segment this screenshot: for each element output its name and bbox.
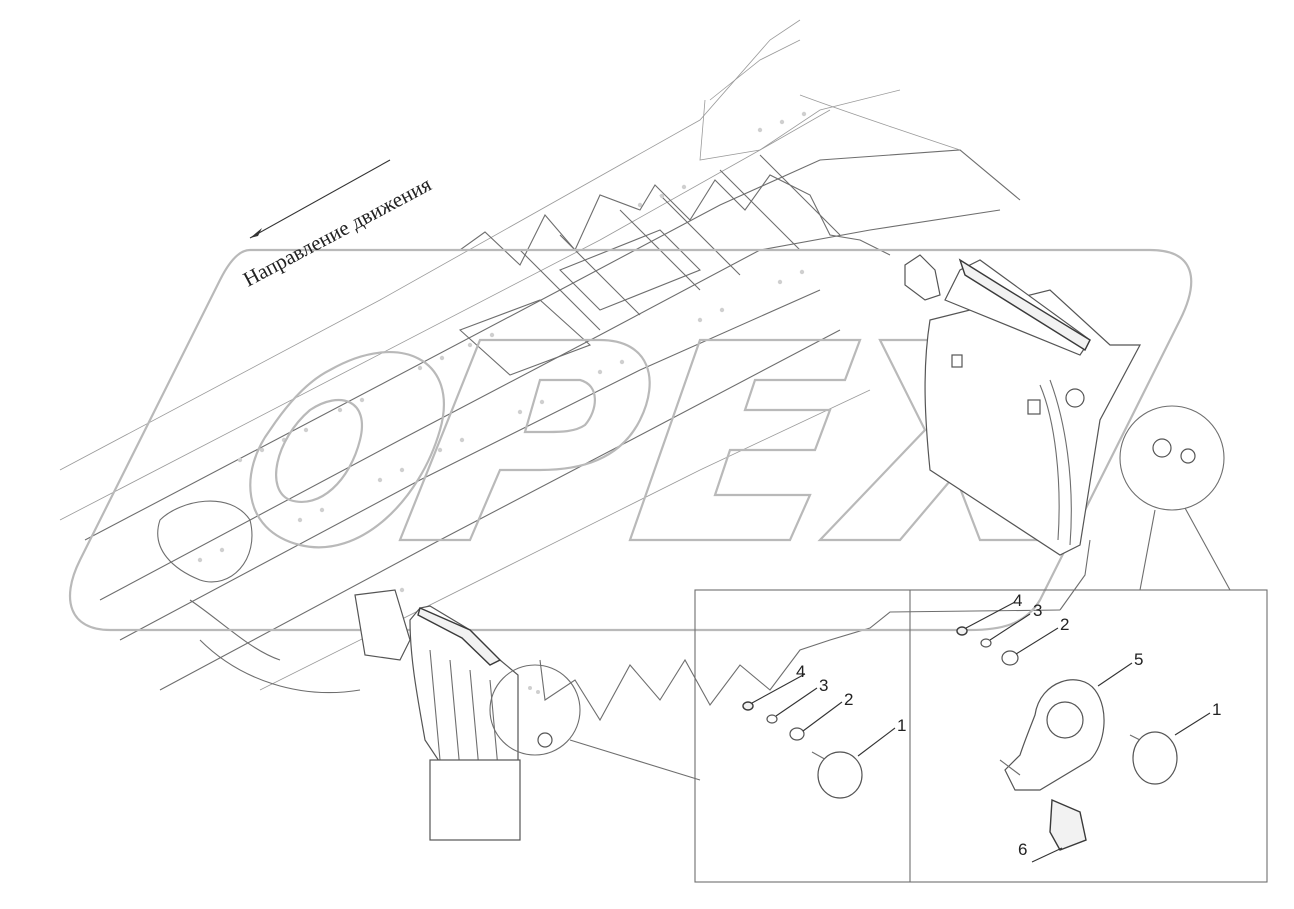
callout-label: 2 [844,690,853,709]
right-reflector-mount [1065,388,1085,408]
left-reflector [537,732,553,748]
callout-label: 4 [796,662,805,681]
direction-arrow-head [250,228,262,238]
detail-right-exploded: 4 3 2 5 1 6 [956,591,1221,863]
detail-frame-border [694,589,1268,883]
callout-label: 1 [897,716,906,735]
break-lines [400,174,1091,722]
callout-label: 2 [1060,615,1069,634]
left-mudguard-assembly [354,589,553,841]
bolt [1049,798,1087,851]
nut [742,701,754,711]
bracket-hole [1046,701,1084,739]
reflector-disc [1132,731,1178,785]
frame-rivet-holes [197,111,807,603]
flat-washer [1001,650,1019,666]
callout-label: 3 [1033,601,1042,620]
right-mudguard-label-plate [1027,399,1041,415]
callout-label: 1 [1212,700,1221,719]
right-mount-bracket [904,254,941,301]
left-detail-circle [489,664,581,756]
callout-label: 4 [1013,591,1022,610]
direction-indicator: Направление движения [239,159,435,291]
callout-label: 6 [1018,840,1027,859]
chassis-frame [59,19,1021,694]
callout-label: 3 [819,676,828,695]
direction-arrow-line [249,159,391,239]
flat-washer [789,727,805,741]
spring-washer [766,714,778,724]
detail-left-exploded: 4 3 2 1 [742,662,906,799]
detail-zoom-circles [489,405,1231,781]
right-detail-circle [1119,405,1225,511]
spring-washer [980,638,992,648]
reflector-disc [817,751,863,799]
nut [956,626,968,636]
detail-view-frame [694,589,1268,883]
right-mudguard-assembly [904,254,1141,556]
callout-label: 5 [1134,650,1143,669]
opex-watermark-logo [68,248,1193,632]
left-mount-bracket [354,589,411,661]
